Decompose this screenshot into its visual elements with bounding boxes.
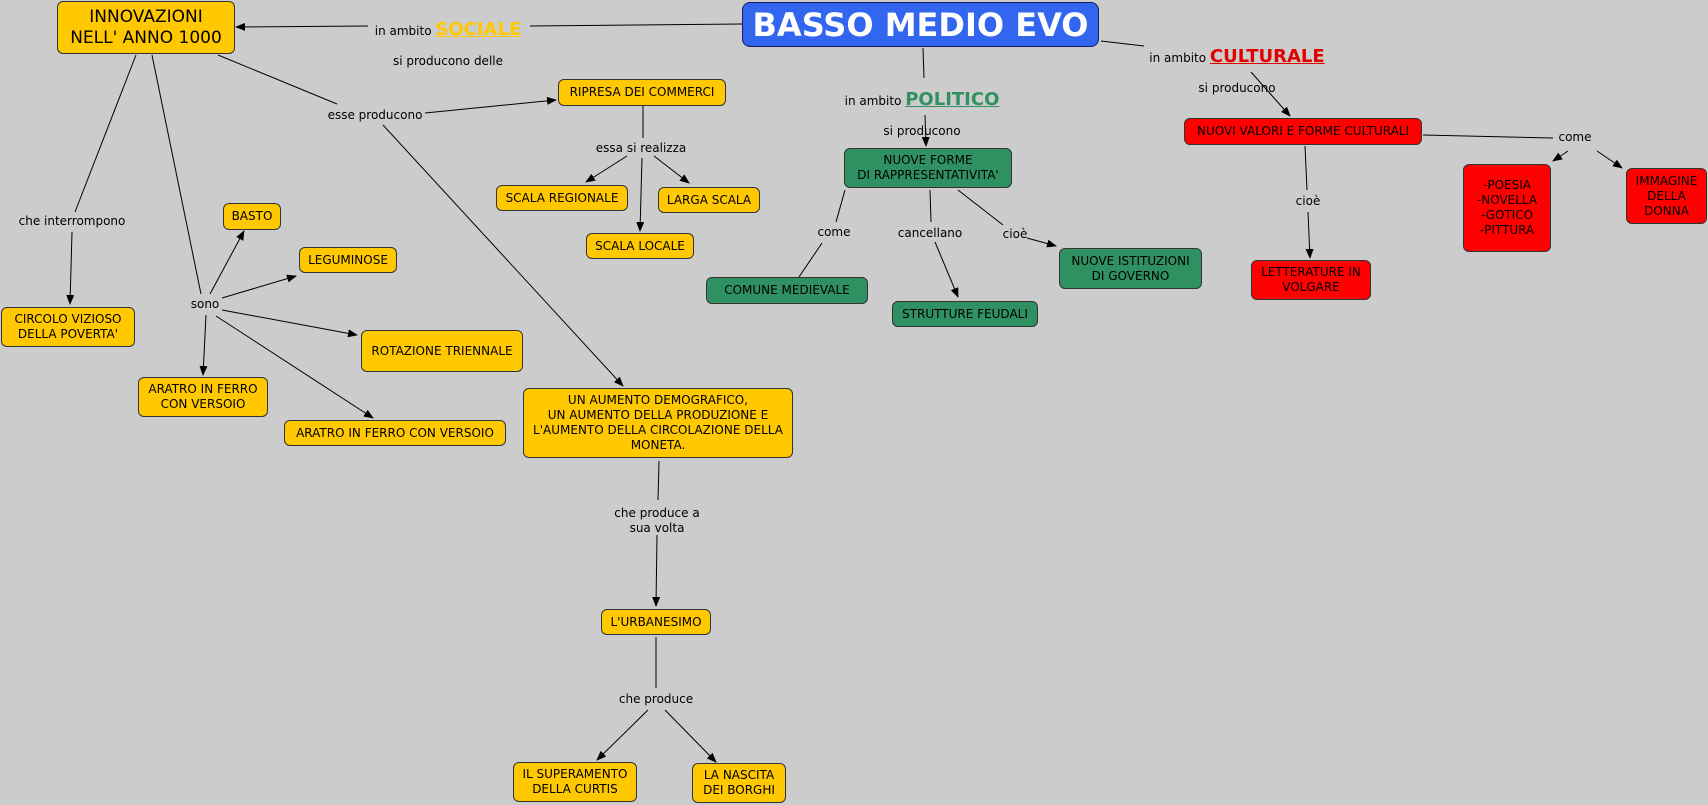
label-sono: sono xyxy=(190,297,220,311)
label-sociale: in ambito SOCIALE si producono delle xyxy=(374,19,522,69)
label-come-culturale: come xyxy=(1558,130,1592,144)
title-node[interactable]: BASSO MEDIO EVO xyxy=(742,2,1099,47)
node-nuovi-valori[interactable]: NUOVI VALORI E FORME CULTURALI xyxy=(1184,118,1422,145)
node-rotazione-triennale[interactable]: ROTAZIONE TRIENNALE xyxy=(361,330,523,372)
node-circolo-vizioso[interactable]: CIRCOLO VIZIOSO DELLA POVERTA' xyxy=(1,307,135,347)
node-comune-medievale[interactable]: COMUNE MEDIEVALE xyxy=(706,277,868,304)
node-superamento-curtis[interactable]: IL SUPERAMENTO DELLA CURTIS xyxy=(513,762,637,802)
label-essa-si-realizza: essa si realizza xyxy=(595,141,687,155)
node-nuove-istituzioni[interactable]: NUOVE ISTITUZIONI DI GOVERNO xyxy=(1059,248,1202,289)
label-esse-producono: esse producono xyxy=(327,108,423,122)
node-innovazioni[interactable]: INNOVAZIONI NELL' ANNO 1000 xyxy=(57,1,235,54)
label-come-politico: come xyxy=(817,225,851,239)
label-politico: in ambito POLITICO si producono xyxy=(844,89,1000,139)
node-nascita-borghi[interactable]: LA NASCITA DEI BORGHI xyxy=(692,763,786,803)
node-basto[interactable]: BASTO xyxy=(223,203,281,230)
node-nuove-forme[interactable]: NUOVE FORME DI RAPPRESENTATIVITA' xyxy=(844,148,1012,188)
node-leguminose[interactable]: LEGUMINOSE xyxy=(299,247,397,273)
node-larga-scala[interactable]: LARGA SCALA xyxy=(658,187,760,213)
node-aumento-demografico[interactable]: UN AUMENTO DEMOGRAFICO, UN AUMENTO DELLA… xyxy=(523,388,793,458)
label-cioe-culturale: cioè xyxy=(1295,194,1321,208)
label-cioe-politico: cioè xyxy=(1002,227,1028,241)
label-culturale: in ambito CULTURALE si producono xyxy=(1149,46,1325,96)
node-aratro-2[interactable]: ARATRO IN FERRO CON VERSOIO xyxy=(284,420,506,446)
node-immagine-donna[interactable]: IMMAGINE DELLA DONNA xyxy=(1626,168,1707,224)
node-scala-locale[interactable]: SCALA LOCALE xyxy=(586,233,694,259)
node-poesia[interactable]: -POESIA -NOVELLA -GOTICO -PITTURA xyxy=(1463,164,1551,252)
node-strutture-feudali[interactable]: STRUTTURE FEUDALI xyxy=(892,301,1038,327)
node-scala-regionale[interactable]: SCALA REGIONALE xyxy=(496,185,628,211)
label-cancellano: cancellano xyxy=(897,226,963,240)
label-che-produce-sua-volta: che produce a sua volta xyxy=(614,506,700,535)
node-aratro-1[interactable]: ARATRO IN FERRO CON VERSOIO xyxy=(138,377,268,417)
node-letterature-volgare[interactable]: LETTERATURE IN VOLGARE xyxy=(1251,260,1371,300)
node-ripresa-commerci[interactable]: RIPRESA DEI COMMERCI xyxy=(558,79,726,106)
node-urbanesimo[interactable]: L'URBANESIMO xyxy=(601,609,711,635)
label-che-produce: che produce xyxy=(618,692,694,706)
label-che-interrompono: che interrompono xyxy=(18,214,126,228)
